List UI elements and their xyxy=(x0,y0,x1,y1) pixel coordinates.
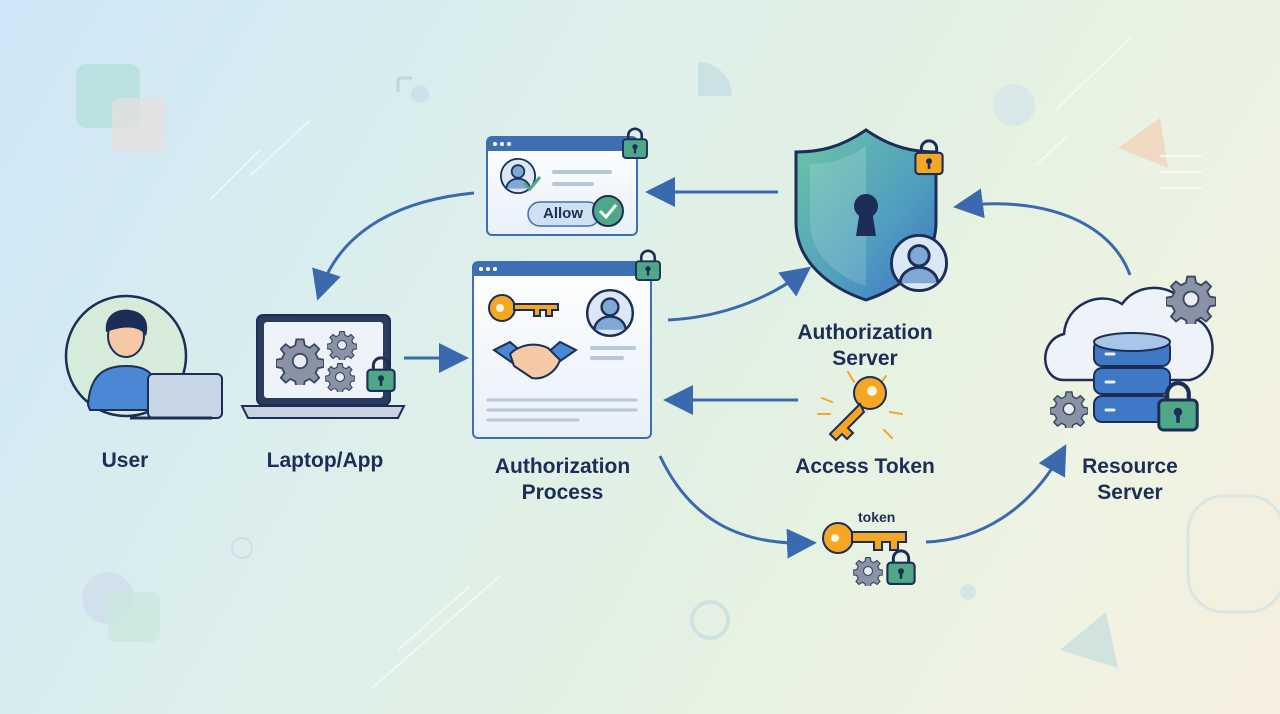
arrow-process-to-token xyxy=(658,455,817,559)
token-key-icon xyxy=(822,522,917,586)
laptop-app-label: Laptop/App xyxy=(266,449,384,472)
access-token-label: Access Token xyxy=(795,455,935,478)
authorization-process-label: Authorization Process xyxy=(494,455,631,504)
arrow-consent-to-laptop xyxy=(312,191,475,301)
arrow-token-to-resource xyxy=(925,444,1067,544)
authorization-server-label: Authorization Server xyxy=(797,321,933,370)
token-small-label: token xyxy=(858,509,896,525)
arrow-resource-to-server xyxy=(953,188,1132,276)
arrow-process-to-server xyxy=(667,266,812,322)
access-token-key-icon xyxy=(817,371,903,442)
laptop-gears-icon xyxy=(240,314,406,419)
consent-window-icon xyxy=(486,127,649,236)
auth-process-window-icon xyxy=(472,249,662,439)
key-icon xyxy=(488,294,559,322)
allow-button[interactable]: Allow xyxy=(543,205,583,222)
handshake-icon xyxy=(492,340,578,380)
user-avatar-icon xyxy=(64,294,223,420)
cloud-database-icon xyxy=(1044,275,1216,431)
resource-server-label: Resource Server xyxy=(1082,455,1178,504)
background-decorations xyxy=(76,37,1280,689)
user-label: User xyxy=(101,449,149,472)
flow-arrows xyxy=(312,177,1132,559)
shield-keyhole-icon xyxy=(794,128,948,302)
